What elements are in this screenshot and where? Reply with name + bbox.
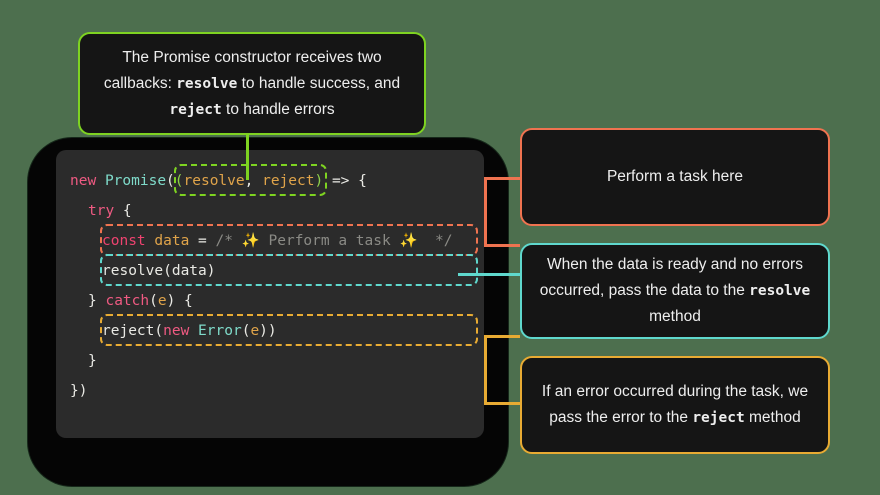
- line-close-brace: }: [88, 353, 97, 369]
- callout-resolve-text: When the data is ready and no errors occ…: [539, 256, 811, 325]
- code-block: new Promise((resolve, reject) => { try { c…: [56, 150, 484, 438]
- line-const-data: const data = /* ✨ Perform a task ✨ */: [102, 233, 453, 249]
- callout-constructor: The Promise constructor receives two cal…: [78, 32, 426, 135]
- line-reject: reject(new Error(e)): [102, 323, 277, 339]
- callout-constructor-text: The Promise constructor receives two cal…: [103, 48, 401, 118]
- line-resolve: resolve(data): [102, 263, 216, 279]
- callout-reject: If an error occurred during the task, we…: [520, 356, 830, 454]
- line-new-promise: new Promise((resolve, reject) => {: [70, 173, 367, 189]
- line-catch: } catch(e) {: [88, 293, 193, 309]
- callout-resolve: When the data is ready and no errors occ…: [520, 243, 830, 339]
- callout-task: Perform a task here: [520, 128, 830, 226]
- line-try: try {: [88, 203, 132, 219]
- line-close-promise: }): [70, 383, 88, 399]
- callout-task-text: Perform a task here: [606, 168, 744, 185]
- callout-reject-text: If an error occurred during the task, we…: [541, 383, 809, 426]
- code-panel: new Promise((resolve, reject) => { try { c…: [56, 150, 484, 438]
